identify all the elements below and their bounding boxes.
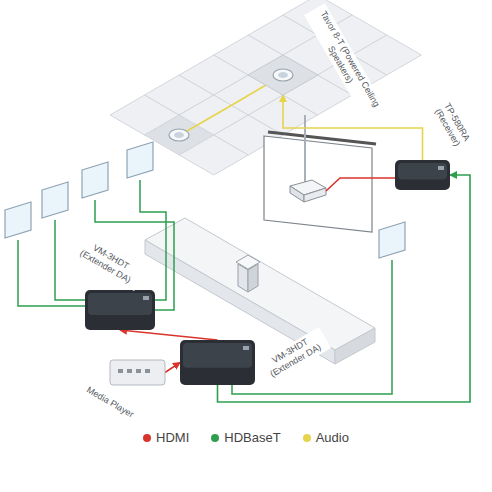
- legend-text: HDMI: [156, 430, 189, 445]
- signal-connector: [218, 175, 471, 402]
- podium-side: [248, 264, 258, 292]
- ceiling-speaker: [273, 69, 293, 81]
- signal-connector: [283, 95, 423, 160]
- display-screen: [82, 162, 108, 198]
- device-logo: [243, 346, 249, 350]
- device-button: [136, 369, 141, 373]
- legend-text: HDBaseT: [224, 430, 280, 445]
- stage-top: [145, 218, 375, 350]
- device-label: TP-580RA (Receiver): [426, 92, 478, 158]
- device-body: [110, 360, 165, 385]
- signal-connector: [120, 330, 218, 340]
- device-button: [127, 369, 132, 373]
- device-button: [118, 369, 123, 373]
- device-box: TP-580RA (Receiver): [395, 160, 450, 190]
- legend: HDMI HDBaseT Audio: [0, 430, 492, 445]
- device-label: VM-3HDT (Extender DA): [70, 233, 146, 291]
- legend-item: HDMI: [143, 430, 189, 445]
- legend-swatch: [303, 434, 311, 442]
- device-button: [145, 369, 150, 373]
- device-top: [88, 293, 152, 315]
- hdmi-wire: [326, 178, 395, 191]
- speaker-cone: [278, 72, 288, 78]
- device-shape: [248, 55, 318, 95]
- projector-front: [304, 188, 326, 202]
- device-shape: [85, 290, 155, 330]
- ceiling-tile: [248, 55, 318, 95]
- device-top: [398, 163, 447, 180]
- projector-mount: [304, 115, 306, 182]
- display-screen: [42, 182, 68, 218]
- device-shape: [110, 360, 165, 385]
- stage-side: [335, 328, 375, 364]
- device-logo: [438, 166, 444, 170]
- projection-screen: [264, 136, 372, 232]
- podium-front: [238, 264, 248, 292]
- speaker-cone: [174, 132, 184, 138]
- legend-item: Audio: [303, 430, 349, 445]
- device-label: Media Player: [78, 380, 142, 424]
- device-top: [183, 343, 252, 368]
- display-screen: [5, 202, 31, 238]
- device-box: VM-3HDT (Extender DA): [85, 290, 155, 330]
- legend-text: Audio: [316, 430, 349, 445]
- device-label: Tavor 8-T (Powered Ceiling Speakers): [304, 3, 386, 121]
- display-screen: [127, 142, 153, 178]
- media-player-box: Media Player: [110, 360, 165, 385]
- projector-side: [290, 186, 304, 202]
- device-body: [85, 290, 155, 330]
- legend-swatch: [211, 434, 219, 442]
- hdbaset-wire: [232, 260, 392, 394]
- hdbaset-wire: [140, 180, 166, 300]
- legend-item: HDBaseT: [211, 430, 280, 445]
- display-screen: [379, 222, 405, 258]
- device-shape: [180, 340, 255, 385]
- signal-connector: [165, 363, 180, 373]
- legend-swatch: [143, 434, 151, 442]
- device-label: VM-3HDT (Extender DA): [255, 327, 331, 385]
- device-box: VM-3HDT (Extender DA): [180, 340, 255, 385]
- ceiling-speaker: [169, 129, 189, 141]
- device-body: [395, 160, 450, 190]
- device-body: [180, 340, 255, 385]
- ceiling-speaker-tile: Tavor 8-T (Powered Ceiling Speakers): [248, 55, 318, 95]
- device-shape: [395, 160, 450, 190]
- device-logo: [143, 296, 149, 300]
